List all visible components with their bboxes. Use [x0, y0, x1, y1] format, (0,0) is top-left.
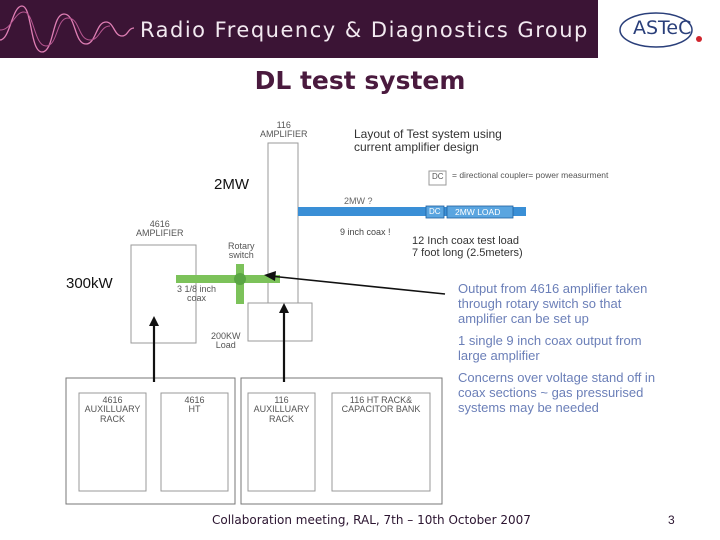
page-number: 3 — [668, 513, 675, 527]
label-300kw: 300kW — [66, 275, 113, 292]
logo-text: ASTeC — [633, 17, 692, 39]
load-2mw-box — [446, 205, 514, 219]
coax-3-1-8-label: 3 1/8 inch coax — [177, 284, 217, 304]
layout-title: Layout of Test system using current ampl… — [354, 127, 502, 154]
notes-panel: Output from 4616 amplifier taken through… — [458, 281, 668, 422]
load-200kw-box — [247, 302, 313, 342]
amplifier-4616-box — [130, 244, 197, 344]
astec-logo — [598, 0, 720, 58]
coax-test-load-label: 12 Inch coax test load 7 foot long (2.5m… — [412, 235, 523, 259]
rack-4616-ht-label: 4616 HT — [184, 395, 205, 415]
label-2mw-question: 2MW ? — [344, 196, 373, 206]
amplifier-116-label: 116 AMPLIFIER — [260, 120, 308, 140]
note-item: Concerns over voltage stand off in coax … — [458, 370, 656, 415]
rack-116-aux-label: 116 AUXILLUARY RACK — [253, 395, 310, 424]
rack-4616-aux — [78, 392, 147, 492]
rotary-switch-icon — [234, 273, 246, 285]
header-banner: Radio Frequency & Diagnostics Group ASTe… — [0, 0, 720, 58]
amplifier-4616-label: 4616 AMPLIFIER — [136, 219, 184, 239]
rotary-switch-label: Rotary switch — [228, 241, 255, 261]
rack-116-aux — [247, 392, 316, 492]
load-2mw-label: 2MW LOAD — [455, 207, 501, 217]
rack-4616-ht — [160, 392, 229, 492]
coax-9inch-label: 9 inch coax ! — [340, 227, 391, 237]
dc-legend-box — [428, 170, 447, 186]
group-name: Radio Frequency & Diagnostics Group — [140, 18, 589, 42]
rack-116-ht-label: 116 HT RACK& CAPACITOR BANK — [341, 395, 421, 415]
waveform-logo-icon — [0, 5, 135, 53]
dc-box — [425, 205, 445, 219]
note-item: Output from 4616 amplifier taken through… — [458, 281, 648, 326]
coax-3-1-8-line — [176, 275, 280, 283]
dc-box-label: DC — [429, 207, 441, 216]
dc-legend-text: = directional coupler= power measurment — [452, 170, 609, 180]
label-2mw: 2MW — [214, 176, 249, 193]
rack-4616-aux-label: 4616 AUXILLUARY RACK — [84, 395, 141, 424]
footer-text: Collaboration meeting, RAL, 7th – 10th O… — [212, 513, 531, 527]
load-200kw-label: 200KW Load — [211, 331, 241, 351]
slide-title: DL test system — [254, 66, 466, 95]
coax-9inch-line — [298, 207, 526, 216]
note-item: 1 single 9 inch coax output from large a… — [458, 333, 642, 363]
dc-legend-box-label: DC — [432, 172, 444, 181]
rack-116-ht — [331, 392, 431, 492]
astec-swoosh-icon — [619, 12, 702, 48]
switch-pointer-arrow — [269, 275, 446, 295]
